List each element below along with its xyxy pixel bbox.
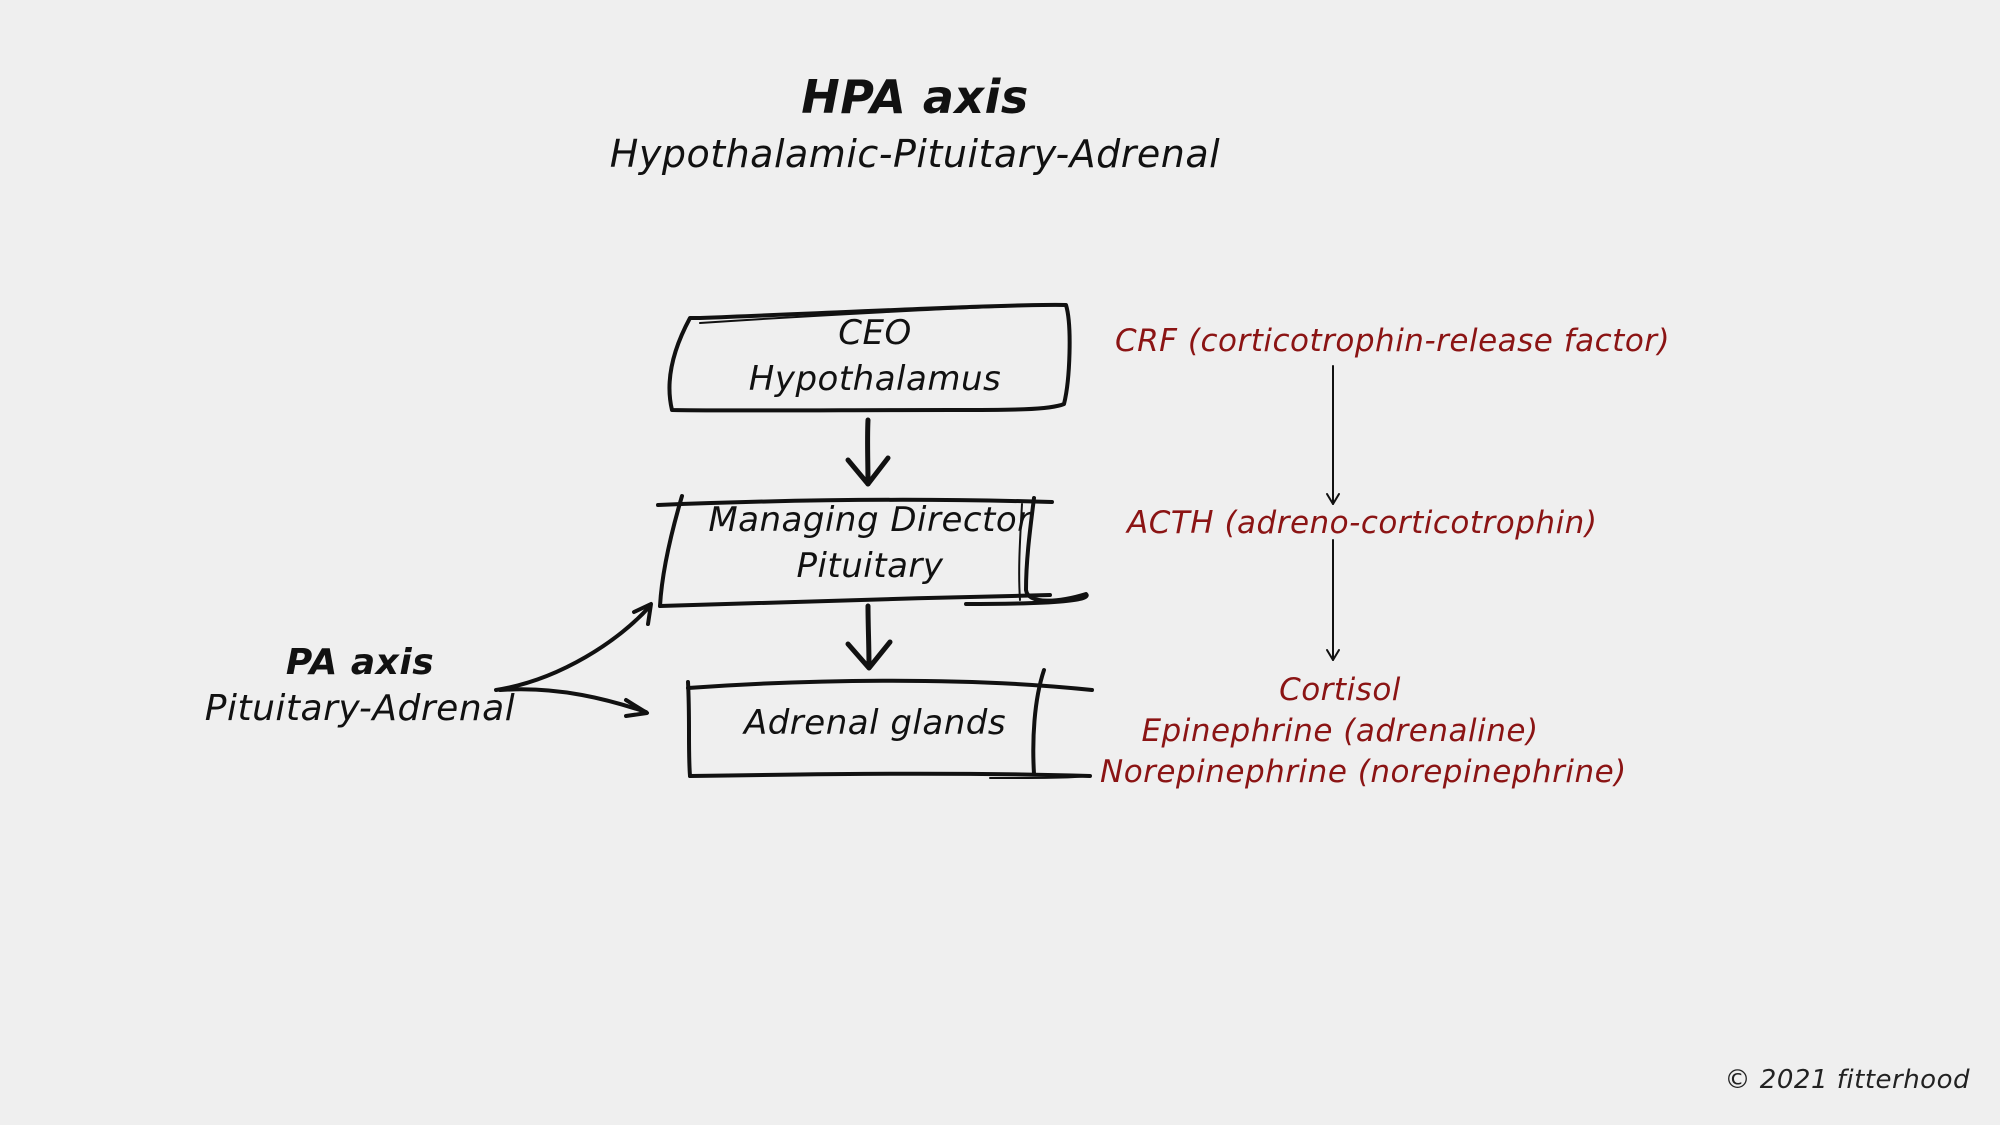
- page-title: HPA axis: [801, 70, 1029, 124]
- pa-axis-arrows: [494, 602, 653, 718]
- page-subtitle: Hypothalamic-Pituitary-Adrenal: [609, 132, 1221, 176]
- adrenal-products: Cortisol Epinephrine (adrenaline) Norepi…: [1100, 670, 1627, 793]
- crf-label: CRF (corticotrophin-release factor): [1115, 323, 1671, 359]
- pituitary-box-label: Managing Director Pituitary: [660, 497, 1080, 589]
- adrenal-organ: Adrenal glands: [743, 703, 1007, 743]
- hormone-arrows: [1326, 365, 1340, 661]
- arrow-pituitary-to-adrenal: [845, 603, 893, 671]
- adrenal-box-label: Adrenal glands: [690, 700, 1060, 746]
- hypothalamus-organ: Hypothalamus: [748, 359, 1002, 399]
- arrow-hypothalamus-to-pituitary: [845, 417, 891, 487]
- product-norepinephrine: Norepinephrine (norepinephrine): [1100, 754, 1627, 790]
- hypothalamus-box: [667, 302, 1072, 413]
- product-cortisol: Cortisol: [1279, 672, 1401, 708]
- pa-axis-label: PA axis Pituitary-Adrenal: [200, 640, 520, 732]
- acth-label: ACTH (adreno-corticotrophin): [1127, 505, 1598, 541]
- product-epinephrine: Epinephrine (adrenaline): [1141, 713, 1539, 749]
- pituitary-role: Managing Director: [708, 500, 1032, 540]
- hypothalamus-box-label: CEO Hypothalamus: [670, 310, 1080, 402]
- pa-axis-title: PA axis: [285, 642, 435, 683]
- copyright-notice: © 2021 fitterhood: [1724, 1065, 1970, 1095]
- pituitary-organ: Pituitary: [796, 546, 944, 586]
- pa-axis-subtitle: Pituitary-Adrenal: [204, 688, 516, 729]
- adrenal-box: [686, 668, 1094, 779]
- hypothalamus-role: CEO: [838, 313, 912, 353]
- pituitary-box: [656, 494, 1089, 608]
